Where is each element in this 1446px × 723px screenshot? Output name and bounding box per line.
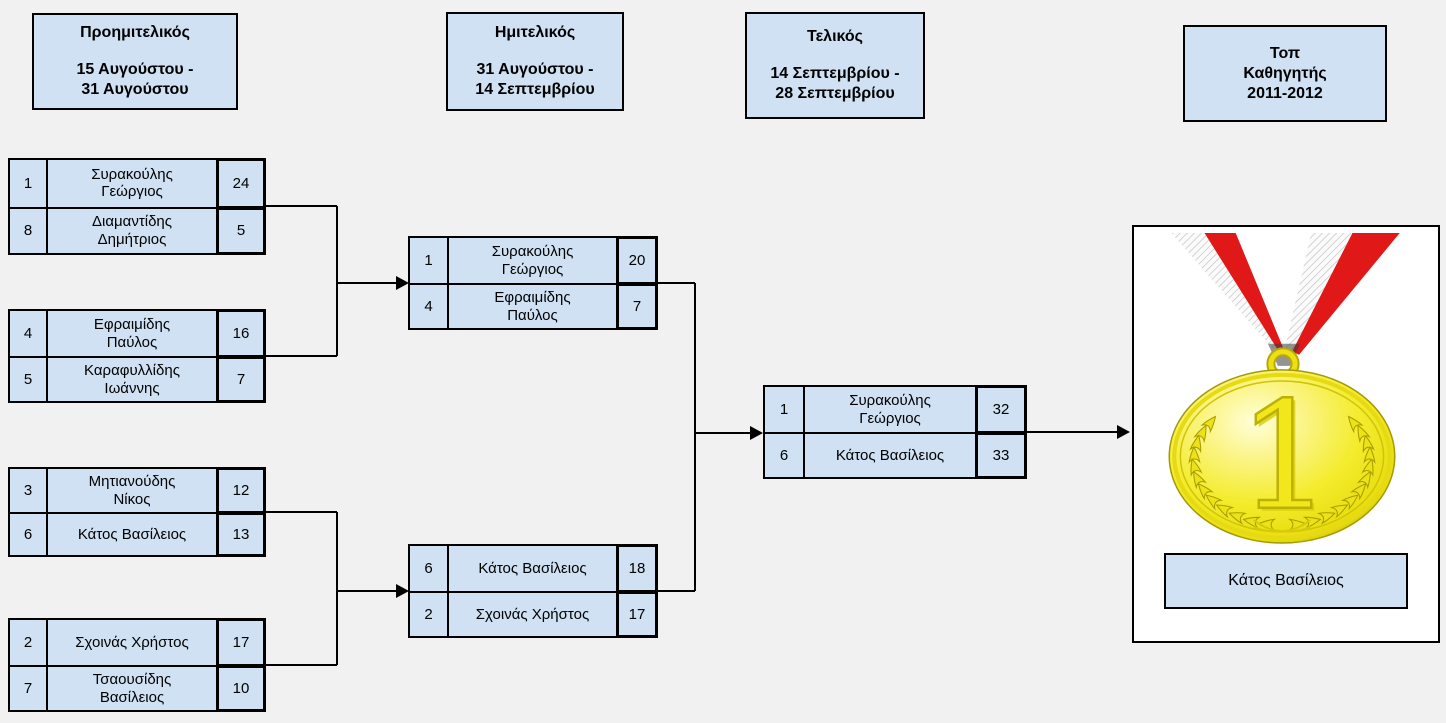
match-row: 3 Μητιανούδης Νίκος 12 (10, 469, 264, 512)
score-cell: 5 (216, 208, 264, 253)
seed-cell: 2 (410, 593, 449, 636)
connector-qf-bottom (266, 511, 397, 666)
seed-cell: 4 (10, 311, 48, 356)
seed-cell: 1 (10, 160, 48, 207)
match-row: 7 Τσαουσίδης Βασίλειος 10 (10, 665, 264, 710)
medal-number-shadow: 1 (1241, 374, 1336, 545)
match-row: 1 Συρακούλης Γεώργιος 20 (410, 238, 656, 283)
player-name: Συρακούλης Γεώργιος (491, 242, 574, 278)
arrow-icon (1117, 425, 1130, 439)
seed-cell: 7 (10, 667, 48, 710)
seed-cell: 3 (10, 469, 48, 512)
round-dates: 31 Αυγούστου - 14 Σεπτεμβρίου (475, 61, 595, 98)
seed-cell: 6 (765, 434, 805, 477)
player-name: Σχοινάς Χρήστος (75, 633, 189, 651)
player-name: Καραφυλλίδης Ιωάννης (84, 361, 180, 397)
winner-box: 1 1 Κάτος Βασίλειος (1132, 225, 1440, 643)
score-cell: 13 (216, 514, 264, 555)
match-quarterfinal-2: 4 Εφραιμίδης Παύλος 16 5 Καραφυλλίδης Ιω… (8, 309, 266, 403)
arrow-icon (750, 426, 763, 440)
score-cell: 18 (616, 546, 656, 591)
connector-qf-top (266, 205, 397, 357)
match-semifinal-2: 6 Κάτος Βασίλειος 18 2 Σχοινάς Χρήστος 1… (408, 544, 658, 638)
player-name: Κάτος Βασίλειος (835, 446, 945, 464)
round-dates: 14 Σεπτεμβρίου - 28 Σεπτεμβρίου (770, 65, 900, 102)
gold-medal-icon: 1 1 (1168, 233, 1400, 545)
match-row: 8 Διαμαντίδης Δημήτριος 5 (10, 206, 264, 253)
score-cell: 24 (216, 160, 264, 207)
player-name: Κάτος Βασίλειος (478, 559, 587, 577)
round-header-semifinal: Ημιτελικός 31 Αυγούστου - 14 Σεπτεμβρίου (446, 12, 624, 111)
seed-cell: 8 (10, 208, 48, 253)
match-row: 2 Σχοινάς Χρήστος 17 (410, 591, 656, 636)
match-row: 6 Κάτος Βασίλειος 18 (410, 546, 656, 591)
score-cell: 10 (216, 667, 264, 710)
round-dates: 15 Αυγούστου - 31 Αυγούστου (76, 61, 194, 98)
round-title: Προημιτελικός (80, 24, 190, 41)
player-name: Μητιανούδης Νίκος (88, 472, 176, 508)
score-cell: 32 (975, 387, 1025, 432)
player-name: Κάτος Βασίλειος (77, 525, 187, 543)
match-quarterfinal-4: 2 Σχοινάς Χρήστος 17 7 Τσαουσίδης Βασίλε… (8, 618, 266, 712)
match-row: 2 Σχοινάς Χρήστος 17 (10, 620, 264, 665)
score-cell: 20 (616, 238, 656, 283)
score-cell: 17 (616, 593, 656, 636)
score-cell: 16 (216, 311, 264, 356)
seed-cell: 6 (410, 546, 449, 591)
medal-number: 1 (1238, 371, 1333, 544)
seed-cell: 4 (410, 285, 449, 328)
score-cell: 7 (616, 285, 656, 328)
player-name: Τσαουσίδης Βασίλειος (92, 670, 172, 706)
match-quarterfinal-1: 1 Συρακούλης Γεώργιος 24 8 Διαμαντίδης Δ… (8, 158, 266, 255)
medal-ribbon (1171, 233, 1400, 366)
player-name: Διαμαντίδης Δημήτριος (91, 213, 173, 248)
score-cell: 33 (975, 434, 1025, 477)
seed-cell: 2 (10, 620, 48, 665)
player-name: Σχοινάς Χρήστος (475, 605, 590, 623)
player-name: Συρακούλης Γεώργιος (849, 391, 931, 427)
seed-cell: 5 (10, 358, 48, 401)
seed-cell: 1 (765, 387, 805, 432)
round-header-final: Τελικός 14 Σεπτεμβρίου - 28 Σεπτεμβρίου (745, 12, 925, 119)
score-cell: 12 (216, 469, 264, 512)
match-final: 1 Συρακούλης Γεώργιος 32 6 Κάτος Βασίλει… (763, 385, 1027, 479)
player-name: Συρακούλης Γεώργιος (91, 165, 173, 201)
round-title: Τελικός (806, 28, 863, 45)
score-cell: 7 (216, 358, 264, 401)
winner-name-plate: Κάτος Βασίλειος (1164, 553, 1408, 609)
round-title: Ημιτελικός (494, 24, 576, 41)
match-quarterfinal-3: 3 Μητιανούδης Νίκος 12 6 Κάτος Βασίλειος… (8, 467, 266, 557)
match-row: 6 Κάτος Βασίλειος 33 (765, 432, 1025, 477)
match-row: 4 Εφραιμίδης Παύλος 7 (410, 283, 656, 328)
match-row: 6 Κάτος Βασίλειος 13 (10, 512, 264, 555)
winner-name: Κάτος Βασίλειος (1228, 572, 1344, 589)
round-header-top-teacher: Τοπ Καθηγητής 2011-2012 (1183, 25, 1387, 122)
match-row: 5 Καραφυλλίδης Ιωάννης 7 (10, 356, 264, 401)
round-title: Τοπ Καθηγητής 2011-2012 (1243, 44, 1327, 102)
round-header-quarterfinal: Προημιτελικός 15 Αυγούστου - 31 Αυγούστο… (32, 13, 238, 110)
match-row: 4 Εφραιμίδης Παύλος 16 (10, 311, 264, 356)
player-name: Εφραιμίδης Παύλος (93, 315, 171, 351)
match-semifinal-1: 1 Συρακούλης Γεώργιος 20 4 Εφραιμίδης Πα… (408, 236, 658, 330)
match-row: 1 Συρακούλης Γεώργιος 24 (10, 160, 264, 207)
match-row: 1 Συρακούλης Γεώργιος 32 (765, 387, 1025, 432)
connector-sf (658, 282, 751, 592)
player-name: Εφραιμίδης Παύλος (494, 288, 571, 324)
seed-cell: 6 (10, 514, 48, 555)
score-cell: 17 (216, 620, 264, 665)
seed-cell: 1 (410, 238, 449, 283)
